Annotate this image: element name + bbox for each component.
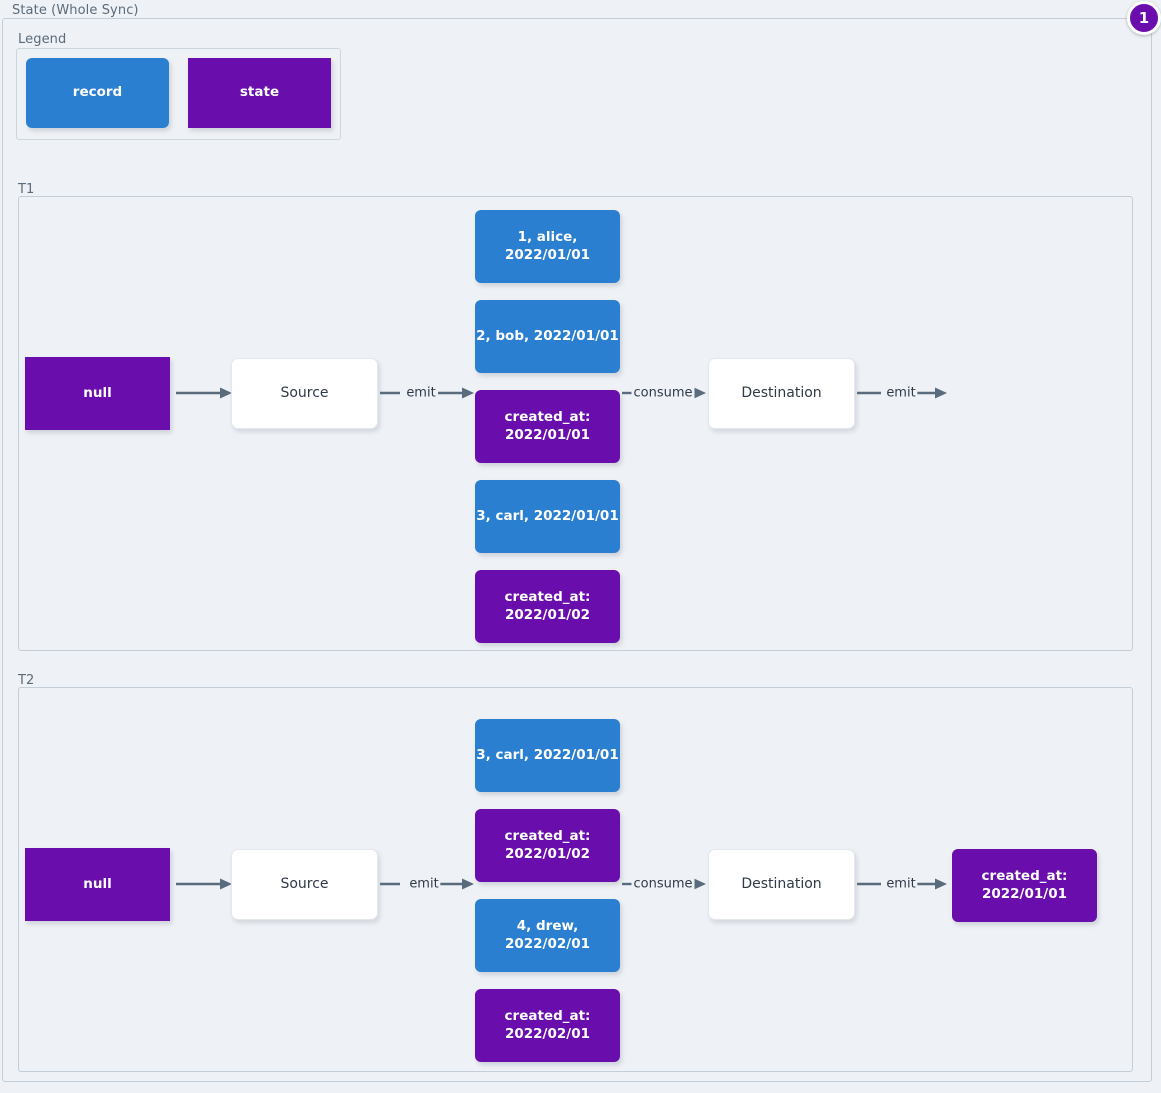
t2-destination-node[interactable]: Destination — [708, 849, 855, 920]
section-label-t1: T1 — [18, 182, 35, 197]
t1-message-4[interactable]: created_at: 2022/01/02 — [475, 570, 620, 643]
t2-edge-label-consume: consume — [631, 876, 695, 892]
t1-edge-label-emit-source: emit — [404, 385, 438, 401]
t2-edge-label-emit-source: emit — [407, 876, 441, 892]
t2-message-2[interactable]: 4, drew, 2022/02/01 — [475, 899, 620, 972]
t1-message-0[interactable]: 1, alice, 2022/01/01 — [475, 210, 620, 283]
t2-source-node[interactable]: Source — [231, 849, 378, 920]
t2-message-3[interactable]: created_at: 2022/02/01 — [475, 989, 620, 1062]
t2-edge-state-to-source — [176, 875, 232, 893]
t2-initial-state-node[interactable]: null — [25, 848, 170, 921]
t1-edge-label-consume: consume — [631, 385, 695, 401]
t1-message-1[interactable]: 2, bob, 2022/01/01 — [475, 300, 620, 373]
t1-message-2[interactable]: created_at: 2022/01/01 — [475, 390, 620, 463]
t1-edge-state-to-source — [176, 384, 232, 402]
t2-final-state-node[interactable]: created_at: 2022/01/01 — [952, 849, 1097, 922]
t1-edge-label-emit-destination: emit — [884, 385, 918, 401]
diagram-title: State (Whole Sync) — [12, 3, 139, 18]
t1-destination-node[interactable]: Destination — [708, 358, 855, 429]
t1-source-node[interactable]: Source — [231, 358, 378, 429]
legend-swatch-record: record — [26, 58, 169, 128]
t2-message-1[interactable]: created_at: 2022/01/02 — [475, 809, 620, 882]
t1-message-3[interactable]: 3, carl, 2022/01/01 — [475, 480, 620, 553]
legend-label: Legend — [18, 32, 67, 47]
t1-initial-state-node[interactable]: null — [25, 357, 170, 430]
step-badge[interactable]: 1 — [1127, 1, 1161, 35]
legend-swatch-state: state — [188, 58, 331, 128]
t2-message-0[interactable]: 3, carl, 2022/01/01 — [475, 719, 620, 792]
t2-edge-source-emit — [380, 875, 474, 893]
t2-edge-label-emit-destination: emit — [884, 876, 918, 892]
t1-edge-source-emit — [380, 384, 474, 402]
section-label-t2: T2 — [18, 673, 35, 688]
